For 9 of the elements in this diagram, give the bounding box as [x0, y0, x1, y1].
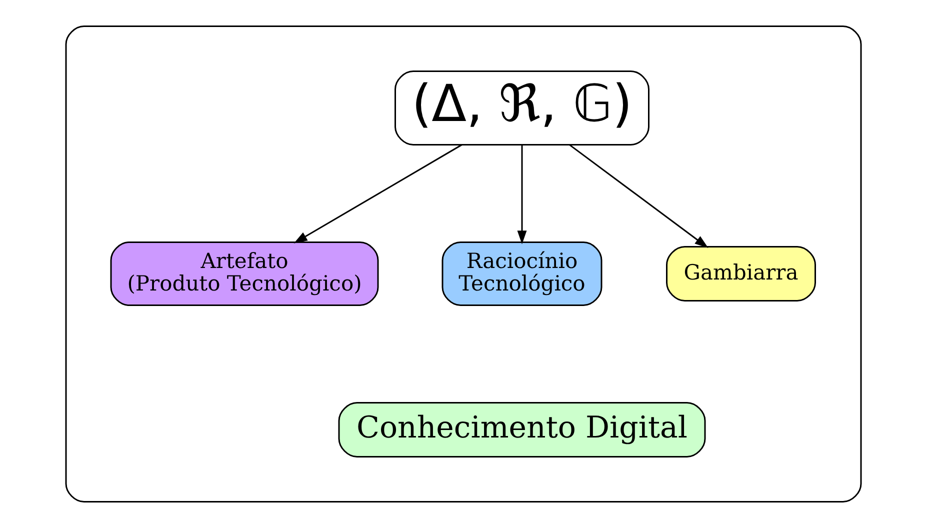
arrow: [568, 144, 708, 248]
node-box: Artefato (Produto Tecnológico): [110, 242, 378, 306]
cluster: [64, 26, 862, 502]
node-box: Gambiarra: [666, 246, 816, 302]
arrow: [293, 144, 462, 244]
node-box: Raciocínio Tecnológico: [441, 242, 602, 306]
node-box: (Δ, ℜ, 𝔾): [394, 70, 649, 146]
arrow: [516, 144, 526, 244]
node-box: Conhecimento Digital: [338, 402, 706, 458]
